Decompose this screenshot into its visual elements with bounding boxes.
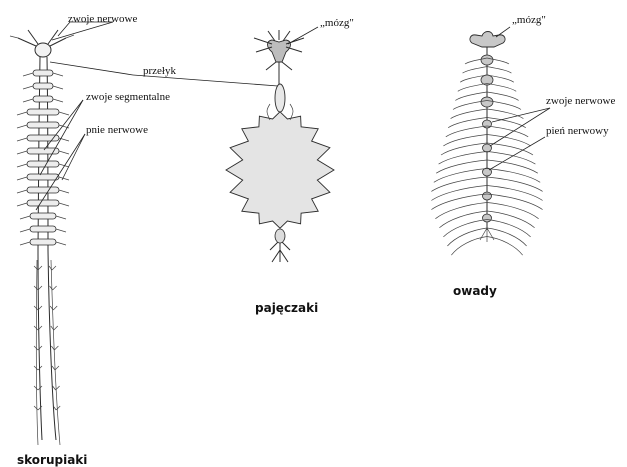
label-zwoje-segmentalne: zwoje segmentalne — [86, 91, 170, 103]
arachnid-esophagus — [275, 84, 285, 112]
label-pien-nerwowy: pień nerwowy — [546, 125, 609, 137]
insect-nerve-left — [439, 152, 487, 165]
tail-nerve-branch — [34, 306, 57, 310]
insect-ganglion — [483, 144, 492, 152]
label-pnie-nerwowe: pnie nerwowe — [86, 124, 148, 136]
insect-nerve-right — [487, 67, 511, 74]
caption-skorupiaki: skorupiaki — [17, 453, 87, 467]
insect-terminal-nerves — [480, 228, 494, 242]
crustacean-nervous-system — [10, 30, 74, 445]
crustacean-segmental-ganglia — [17, 70, 69, 245]
segmental-ganglion — [27, 122, 59, 128]
segmental-ganglion — [27, 161, 59, 167]
insect-ganglion — [483, 214, 492, 222]
segmental-ganglion — [27, 135, 59, 141]
insect-nerve-left — [451, 109, 487, 119]
segmental-ganglion — [27, 200, 59, 206]
insect-nerve-left — [436, 160, 487, 173]
insect-ganglion — [483, 120, 492, 128]
insect-nerve-left — [451, 237, 487, 256]
label-zwoje-nerwowe-right: zwoje nerwowe — [546, 95, 615, 107]
label-zwoje-nerwowe-left: zwoje nerwowe — [68, 13, 137, 25]
tail-nerve-branch — [34, 346, 58, 350]
insect-nerve-right — [487, 228, 527, 246]
segmental-ganglion — [27, 109, 59, 115]
insect-nerve-right — [487, 169, 540, 183]
insect-nerve-right — [487, 143, 533, 155]
insect-nerve-left — [448, 118, 487, 128]
insect-nerve-right — [487, 152, 535, 165]
insect-nerve-left — [447, 228, 487, 246]
insect-nerve-left — [443, 135, 487, 146]
insect-nerve-right — [487, 118, 526, 128]
caption-owady: owady — [453, 284, 497, 298]
tail-nerve-branch — [34, 286, 57, 290]
segmental-ganglion — [33, 96, 53, 102]
segmental-ganglion — [30, 213, 56, 219]
insect-nerve-left — [463, 67, 487, 74]
segmental-ganglion — [33, 70, 53, 76]
segmental-ganglion — [33, 83, 53, 89]
caption-pajeczaki: pajęczaki — [255, 301, 318, 315]
insect-nerve-left — [441, 143, 487, 155]
arachnid-ganglion-mass — [226, 112, 334, 228]
label-mozg-middle: „mózg" — [320, 17, 354, 29]
segmental-ganglion — [27, 187, 59, 193]
insect-nerve-left — [458, 84, 487, 92]
insect-ganglion — [481, 97, 493, 107]
arachnid-nervous-system — [226, 30, 334, 262]
tail-nerve-branch — [34, 406, 60, 410]
insect-ganglion — [483, 192, 492, 200]
label-mozg-right: „mózg" — [512, 14, 546, 26]
insect-nerve-right — [487, 237, 523, 256]
insect-nerve-left — [434, 169, 487, 183]
insect-ganglion — [481, 55, 493, 65]
segmental-ganglion — [30, 226, 56, 232]
segmental-ganglion — [30, 239, 56, 245]
segmental-ganglion — [27, 174, 59, 180]
insect-nerve-right — [487, 109, 523, 119]
tail-nerve-branch — [34, 326, 58, 330]
tail-nerve-branch — [34, 266, 56, 270]
insect-nerve-right — [487, 84, 516, 92]
label-przelyk: przełyk — [143, 65, 176, 77]
insect-nervous-system — [431, 32, 542, 256]
crustacean-brain — [35, 43, 51, 57]
